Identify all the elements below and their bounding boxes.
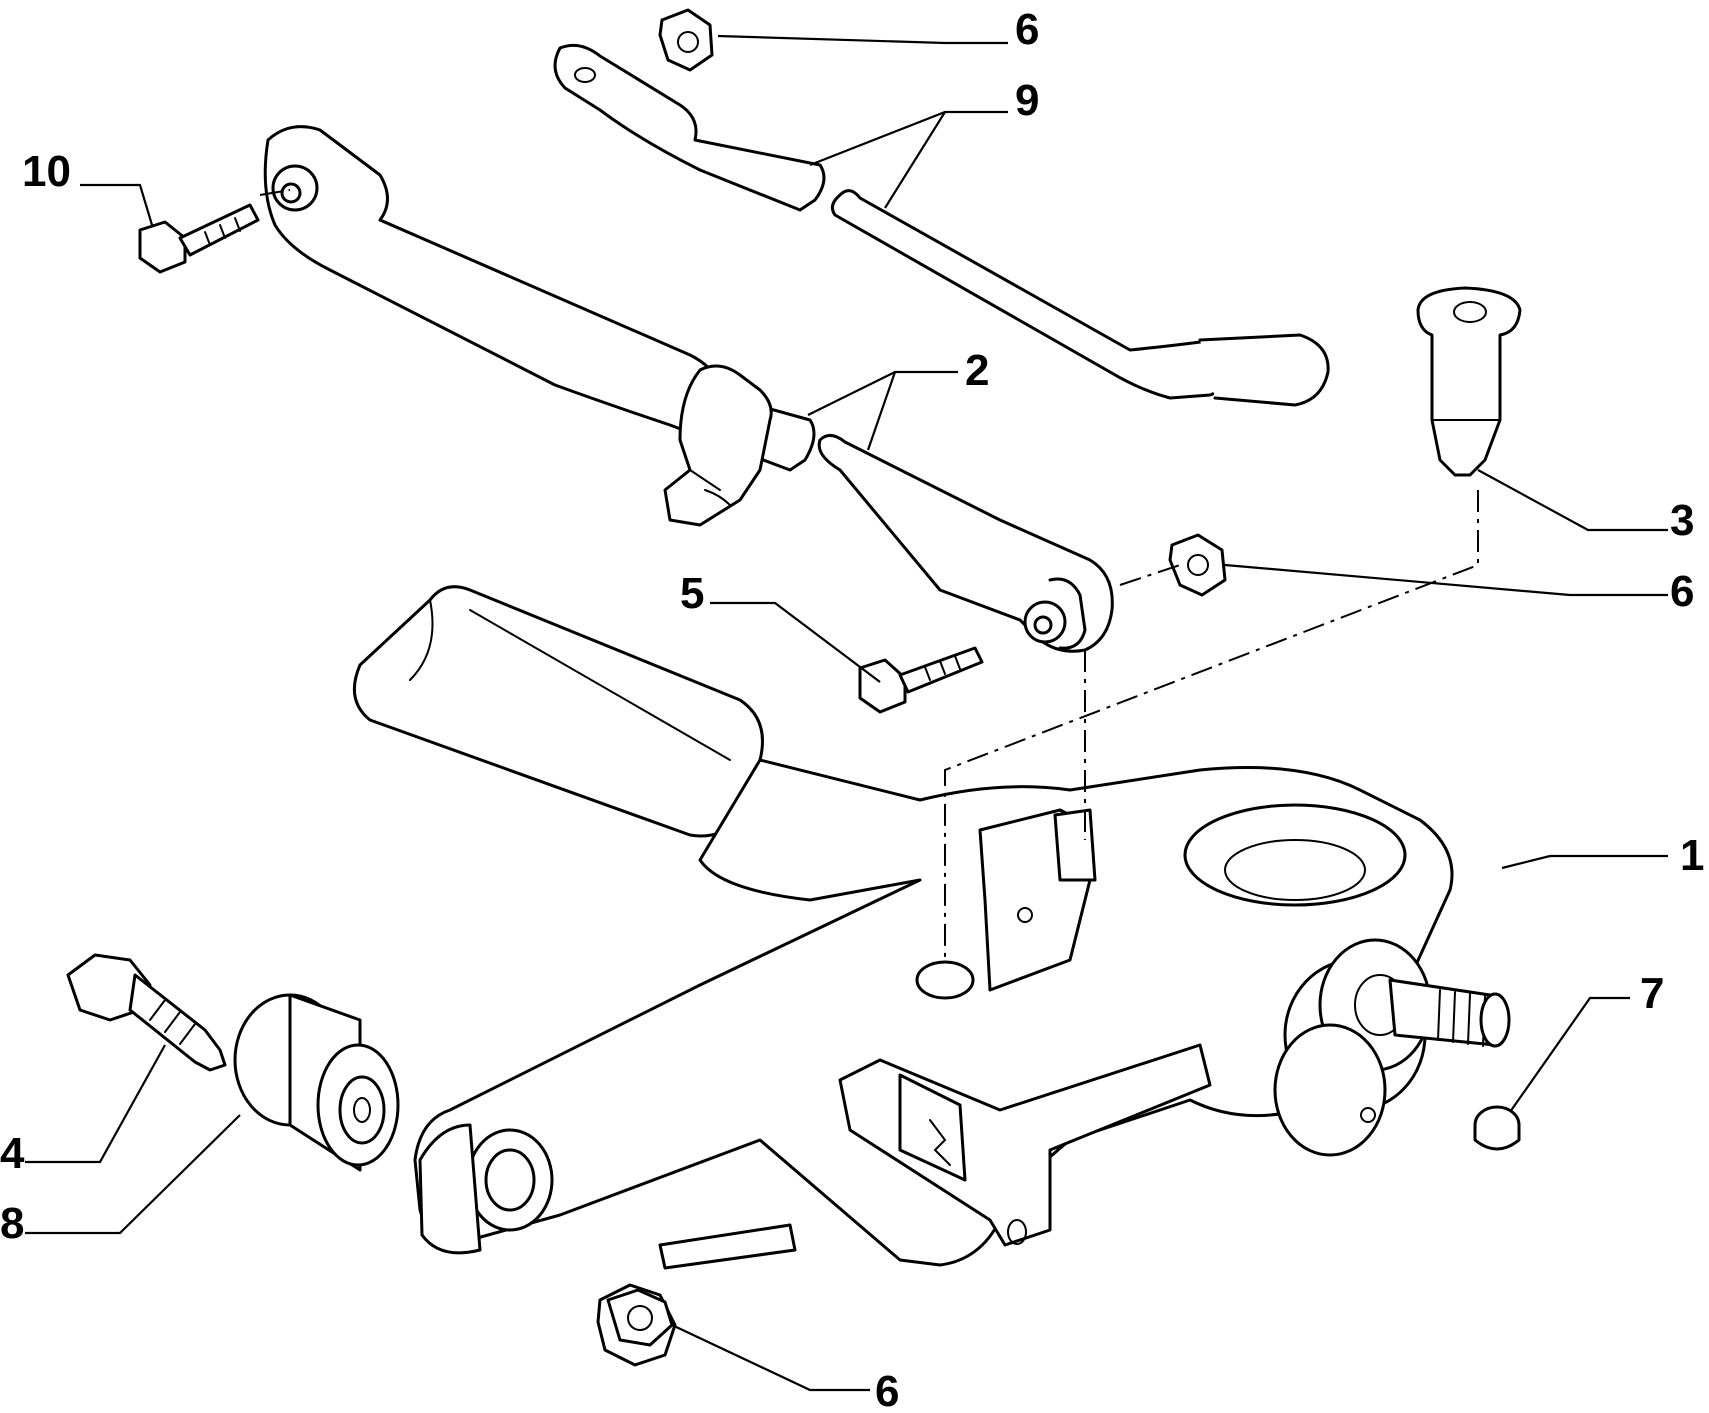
part-3-bump-stop — [1416, 286, 1522, 477]
part-2-stabilizer-bar — [263, 125, 1114, 653]
callout-8: 8 — [0, 1199, 24, 1248]
assembly-lines — [259, 189, 1479, 960]
callout-7: 7 — [1640, 969, 1664, 1018]
part-10-bolt — [138, 203, 260, 274]
callout-6-middle: 6 — [1670, 567, 1694, 616]
callout-9: 9 — [1015, 76, 1039, 125]
part-8-bush — [233, 993, 400, 1172]
callout-1: 1 — [1680, 831, 1704, 880]
part-6-nut-bottom — [596, 1283, 677, 1367]
leader-lines — [25, 34, 1668, 1392]
callout-3: 3 — [1670, 496, 1694, 545]
part-5-bolt — [858, 646, 984, 714]
part-4-bolt — [66, 953, 227, 1072]
callout-6-bottom: 6 — [875, 1367, 899, 1413]
callout-4: 4 — [0, 1129, 25, 1178]
part-9-link-rod — [553, 43, 1330, 407]
part-1-rear-axle-beam — [352, 585, 1511, 1270]
callout-labels: 1 2 3 4 5 6 6 6 7 8 9 10 — [0, 5, 1704, 1413]
part-7-cap — [1473, 1105, 1521, 1151]
callout-5: 5 — [680, 569, 704, 618]
callout-2: 2 — [965, 346, 989, 395]
part-6-nut-middle — [1168, 533, 1227, 597]
callout-10: 10 — [22, 147, 71, 196]
callout-6-top: 6 — [1015, 5, 1039, 54]
part-6-nut-top — [658, 8, 714, 72]
